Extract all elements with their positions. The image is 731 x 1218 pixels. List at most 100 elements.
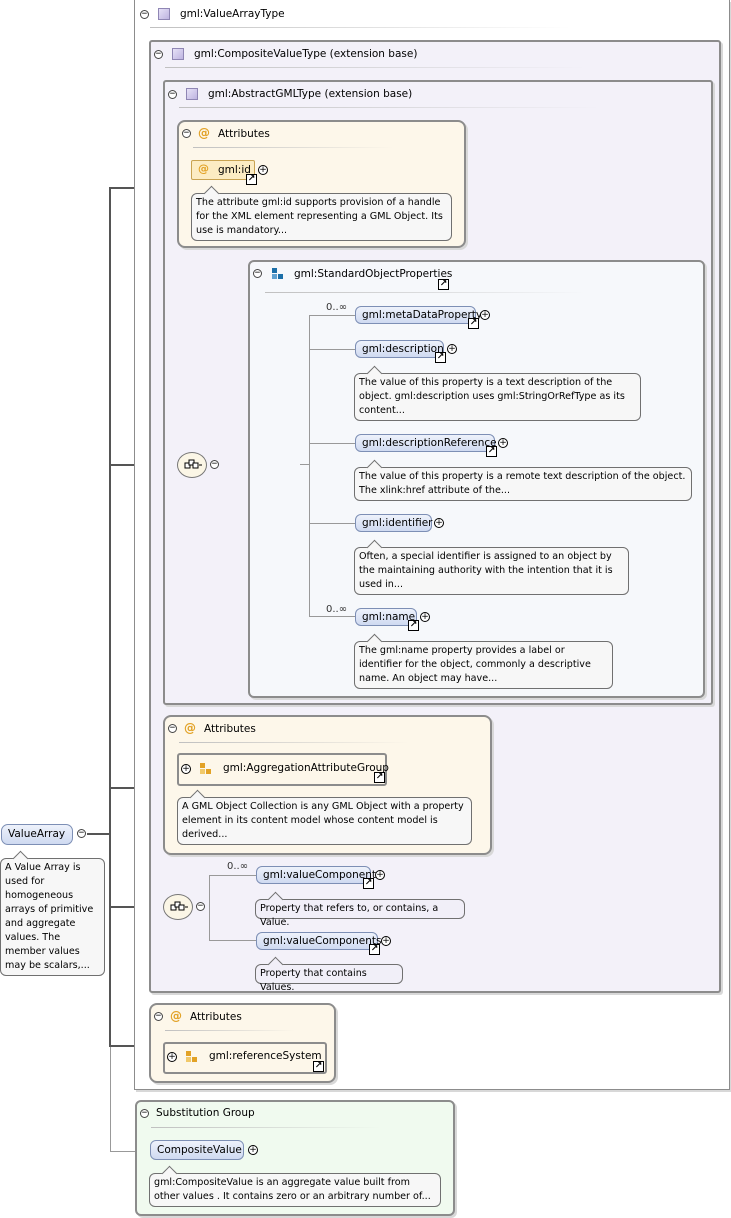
hyperlink-arrow-icon[interactable]: ↗ — [374, 772, 385, 783]
complex-type-icon — [186, 88, 198, 100]
plus-circle-icon[interactable]: + — [181, 764, 191, 774]
sequence-branch — [300, 464, 310, 465]
attributes-title-2: Attributes — [204, 723, 256, 735]
identifier-doc: Often, a special identifier is assigned … — [354, 539, 629, 595]
header-underline — [150, 27, 570, 28]
element-valuecomponent[interactable]: gml:valueComponent — [256, 866, 376, 884]
valuecomponents-doc: Property that contains Values. — [255, 956, 403, 993]
aggregation-attribute-group-doc: A GML Object Collection is any GML Objec… — [177, 789, 472, 845]
substitution-connector-h — [110, 1151, 150, 1152]
complex-type-icon — [172, 48, 184, 60]
cardinality-label: 0..∞ — [227, 861, 249, 872]
sequence-branch — [309, 616, 355, 617]
gml-id-label: gml:id — [218, 164, 251, 176]
complex-type-icon — [158, 8, 170, 20]
abstract-gml-type-title: gml:AbstractGMLType (extension base) — [208, 88, 413, 100]
name-doc: The gml:name property provides a label o… — [354, 633, 613, 689]
main-trunk — [109, 187, 111, 1047]
aggregation-attribute-group[interactable] — [177, 753, 387, 786]
element-name[interactable]: gml:name — [355, 608, 417, 626]
gml-id-attribute[interactable]: gml:id — [191, 160, 255, 180]
hyperlink-arrow-icon[interactable]: ↗ — [313, 1061, 324, 1072]
hyperlink-arrow-icon[interactable]: ↗ — [438, 279, 449, 290]
attributes-title-1: Attributes — [218, 128, 270, 140]
header-underline — [165, 1030, 295, 1031]
collapse-icon[interactable]: − — [168, 723, 177, 733]
sequence-line — [309, 315, 310, 616]
plus-circle-icon[interactable]: + — [381, 936, 391, 946]
header-underline — [151, 1127, 381, 1128]
root-element-doc: A Value Array is used for homogeneous ar… — [0, 850, 105, 976]
element-compositevalue[interactable]: CompositeValue — [150, 1140, 244, 1160]
element-valuecomponents[interactable]: gml:valueComponents — [256, 932, 381, 950]
attributes-title-3: Attributes — [190, 1011, 242, 1023]
header-underline — [179, 742, 409, 743]
header-underline — [265, 292, 585, 293]
collapse-icon[interactable]: − — [77, 828, 86, 838]
sequence-branch — [309, 523, 355, 524]
hyperlink-arrow-icon[interactable]: ↗ — [468, 318, 479, 329]
collapse-icon[interactable]: − — [168, 89, 177, 99]
composite-value-type-title: gml:CompositeValueType (extension base) — [194, 48, 418, 60]
header-underline — [165, 67, 585, 68]
description-reference-doc: The value of this property is a remote t… — [354, 459, 692, 501]
value-array-type-title: gml:ValueArrayType — [180, 8, 285, 20]
plus-circle-icon[interactable]: + — [480, 310, 490, 320]
element-identifier[interactable]: gml:identifier — [355, 514, 432, 532]
valuecomponent-doc: Property that refers to, or contains, a … — [255, 891, 465, 928]
collapse-icon[interactable]: − — [182, 128, 191, 138]
hyperlink-arrow-icon[interactable]: ↗ — [486, 446, 497, 457]
hyperlink-arrow-icon[interactable]: ↗ — [369, 944, 380, 955]
cardinality-label: 0..∞ — [326, 302, 348, 313]
sequence-branch — [309, 315, 355, 316]
element-descriptionreference[interactable]: gml:descriptionReference — [355, 434, 497, 452]
hyperlink-arrow-icon[interactable]: ↗ — [435, 352, 446, 363]
root-connector — [87, 833, 111, 835]
description-doc: The value of this property is a text des… — [354, 365, 641, 421]
at-sign-icon: @ — [170, 1009, 182, 1023]
aggregation-attribute-group-label: gml:AggregationAttributeGroup — [223, 762, 389, 774]
sequence-branch — [209, 940, 256, 941]
reference-system-label: gml:referenceSystem — [209, 1050, 322, 1062]
model-group-icon — [272, 268, 284, 280]
collapse-icon[interactable]: − — [196, 901, 205, 911]
cardinality-label: 0..∞ — [326, 604, 348, 615]
header-underline — [193, 147, 393, 148]
plus-circle-icon[interactable]: + — [498, 438, 508, 448]
collapse-icon[interactable]: − — [253, 268, 262, 278]
plus-circle-icon[interactable]: + — [167, 1052, 177, 1062]
sequence-compositor-icon[interactable] — [163, 894, 193, 920]
element-description[interactable]: gml:description — [355, 340, 444, 358]
collapse-icon[interactable]: − — [140, 1108, 149, 1118]
collapse-icon[interactable]: − — [154, 49, 163, 59]
plus-circle-icon[interactable]: + — [258, 165, 268, 175]
hyperlink-arrow-icon[interactable]: ↗ — [408, 620, 419, 631]
collapse-icon[interactable]: − — [140, 9, 149, 19]
element-metadataproperty[interactable]: gml:metaDataProperty — [355, 306, 482, 324]
standard-object-properties-title: gml:StandardObjectProperties — [294, 268, 453, 280]
model-group-icon[interactable] — [177, 452, 207, 478]
compositevalue-doc: gml:CompositeValue is an aggregate value… — [149, 1165, 441, 1207]
root-element-valuearray[interactable]: ValueArray — [1, 824, 73, 845]
header-underline — [179, 107, 599, 108]
reference-system-group[interactable] — [163, 1042, 327, 1074]
hyperlink-arrow-icon[interactable]: ↗ — [246, 174, 257, 185]
at-sign-icon: @ — [198, 126, 210, 140]
sequence-branch — [309, 349, 355, 350]
plus-circle-icon[interactable]: + — [420, 612, 430, 622]
plus-circle-icon[interactable]: + — [375, 870, 385, 880]
gml-id-doc: The attribute gml:id supports provision … — [191, 185, 452, 241]
sequence-line — [209, 875, 210, 940]
plus-circle-icon[interactable]: + — [447, 344, 457, 354]
hyperlink-arrow-icon[interactable]: ↗ — [363, 878, 374, 889]
collapse-icon[interactable]: − — [210, 459, 219, 469]
attribute-group-icon — [186, 1051, 198, 1063]
substitution-connector-v — [110, 1047, 111, 1151]
plus-circle-icon[interactable]: + — [434, 518, 444, 528]
collapse-icon[interactable]: − — [154, 1011, 163, 1021]
plus-circle-icon[interactable]: + — [248, 1145, 258, 1155]
sequence-branch — [209, 875, 256, 876]
sequence-branch — [309, 443, 355, 444]
at-sign-icon: @ — [198, 162, 209, 175]
attribute-group-icon — [200, 763, 212, 775]
